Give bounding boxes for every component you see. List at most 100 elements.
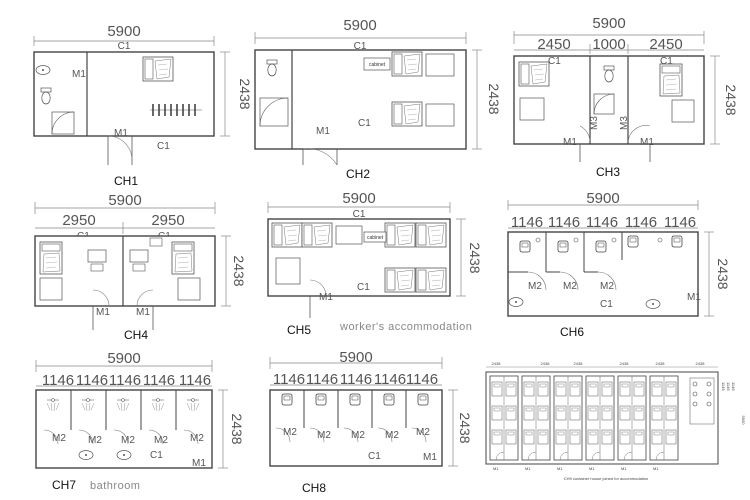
ch5-caption: CH5	[287, 323, 311, 337]
ch6-basin-right-icon	[645, 299, 661, 309]
ch7-subtitle: bathroom	[90, 480, 140, 492]
ch8-door-m2-3: M2	[351, 430, 365, 441]
ch8-door-m1: M1	[423, 452, 437, 463]
ch5-bed-2-icon	[301, 222, 333, 248]
ch5-door-m1: M1	[319, 292, 333, 303]
ch8-part-5: 1146	[406, 371, 438, 388]
ch9-unit: M1	[553, 375, 583, 471]
ch8-width-dim: 2438	[457, 412, 473, 443]
ch7-door-m2-1: M2	[52, 433, 66, 444]
plan-ch7: 5900 1146 1146 1146 1146 1146 M2 M2 M2 M…	[35, 350, 245, 492]
ch9-unit-door-label: M1	[525, 466, 531, 471]
ch3-caption: CH3	[596, 165, 620, 179]
ch5-subtitle: worker's accommodation	[339, 321, 472, 333]
ch8-toilet-4-icon	[383, 393, 395, 406]
ch8-door-m2-1: M2	[283, 427, 297, 438]
ch5-window-label: C1	[353, 209, 366, 220]
ch3-bed-left-icon	[518, 61, 550, 87]
ch6-part-3: 1146	[586, 214, 618, 231]
ch5-bed-5-icon	[384, 267, 416, 293]
ch5-length-dim: 5900	[342, 190, 375, 207]
ch3-door-m1-left: M1	[563, 137, 577, 148]
ch2-cabinet	[363, 57, 391, 71]
ch6-toilet-1-icon	[519, 240, 531, 253]
ch9-unit: M1	[617, 375, 647, 471]
ch7-door-m2-5: M2	[190, 433, 204, 444]
plan-ch2: 5900 C1 M1 C1 cabinet 2438 CH2	[254, 17, 502, 181]
ch3-door-m3-right: M3	[619, 116, 630, 130]
ch7-door-m2-2: M2	[88, 435, 102, 446]
ch4-length-dim: 5900	[108, 192, 141, 209]
ch4-door-m1-left: M1	[96, 307, 110, 318]
ch6-door-m2-1: M2	[528, 281, 542, 292]
ch7-width-dim: 2438	[229, 413, 245, 444]
ch2-cabinet-label: cabinet	[369, 62, 386, 68]
ch8-window-c1: C1	[368, 451, 381, 462]
ch1-caption: CH1	[114, 174, 138, 188]
ch9-dim-1: 2438	[492, 361, 502, 366]
ch6-toilet-3-icon	[595, 240, 607, 253]
ch7-part-1: 1146	[42, 372, 74, 389]
ch9-unit-door-label: M1	[621, 466, 627, 471]
ch6-length-dim: 5900	[586, 190, 619, 207]
ch7-part-4: 1146	[143, 372, 175, 389]
ch3-width-dim: 2438	[723, 84, 739, 115]
ch2-bed-bottom-icon	[391, 101, 423, 127]
ch9-unit: M1	[489, 375, 519, 471]
ch7-door-m2-4: M2	[154, 435, 168, 446]
ch2-door-m1: M1	[316, 126, 330, 137]
ch1-length-dim: 5900	[107, 23, 140, 40]
ch1-window-label: C1	[118, 41, 131, 52]
ch4-bed-left-icon	[39, 241, 63, 275]
ch7-window-c1: C1	[150, 450, 163, 461]
ch4-part-right: 2950	[151, 212, 184, 229]
ch3-window-right: C1	[660, 56, 673, 67]
ch6-part-5: 1146	[664, 214, 696, 231]
ch8-part-4: 1146	[374, 371, 406, 388]
ch6-toilet-2-icon	[557, 240, 569, 253]
ch1-window-c1-bottom: C1	[157, 141, 170, 152]
ch6-door-m2-2: M2	[563, 281, 577, 292]
ch5-bed-4-icon	[415, 222, 447, 248]
ch4-width-dim: 2438	[231, 255, 247, 286]
ch6-part-1: 1146	[511, 214, 543, 231]
ch1-shower-tray-icon	[51, 111, 75, 135]
ch9-unit-door-label: M1	[557, 466, 563, 471]
ch9-unit-door-label: M1	[493, 466, 499, 471]
ch6-basin-left-icon	[508, 297, 524, 307]
ch6-caption: CH6	[560, 325, 584, 339]
ch3-door-m3-left: M3	[589, 116, 600, 130]
ch1-door-m1: M1	[114, 128, 128, 139]
ch9-dim-6: 2438	[696, 361, 706, 366]
ch3-length-dim: 5900	[592, 15, 625, 32]
ch2-caption: CH2	[346, 167, 370, 181]
ch6-door-m1: M1	[687, 292, 701, 303]
ch5-window-c1: C1	[357, 282, 370, 293]
ch2-length-dim: 5900	[343, 17, 376, 34]
ch8-length-dim: 5900	[339, 349, 372, 366]
ch7-part-5: 1146	[179, 372, 211, 389]
ch6-window-c1: C1	[600, 299, 613, 310]
ch9-dim-5: 2438	[656, 361, 666, 366]
ch3-shower-tray-icon	[593, 93, 615, 115]
ch6-urinal-1-icon	[627, 235, 639, 248]
plan-ch4: 5900 2950 2950 C1 C1 M1 M1 2438 CH4	[34, 192, 247, 342]
ch6-door-m2-3: M2	[600, 281, 614, 292]
ch4-bed-right-icon	[171, 241, 195, 275]
plan-ch1: 5900 C1 M1 M1 C1 2438 CH1	[33, 23, 253, 188]
ch7-basin-1-icon	[78, 450, 94, 460]
ch1-hanger-rail-icon	[150, 104, 202, 116]
ch3-part-left: 2450	[537, 36, 570, 53]
ch2-bed-top-icon	[391, 51, 423, 77]
ch9-unit: M1	[649, 375, 679, 471]
ch9-stack-dim-1: 1146	[721, 382, 726, 391]
ch1-width-dim: 2438	[237, 78, 253, 109]
plan-ch6: 5900 1146 1146 1146 1146 1146 M2 M2 M2 C…	[507, 190, 731, 339]
ch3-part-right: 2450	[649, 36, 682, 53]
ch8-caption: CH8	[302, 481, 326, 495]
ch4-caption: CH4	[124, 328, 148, 342]
ch9-stack-dim-3: 1146	[731, 382, 736, 391]
